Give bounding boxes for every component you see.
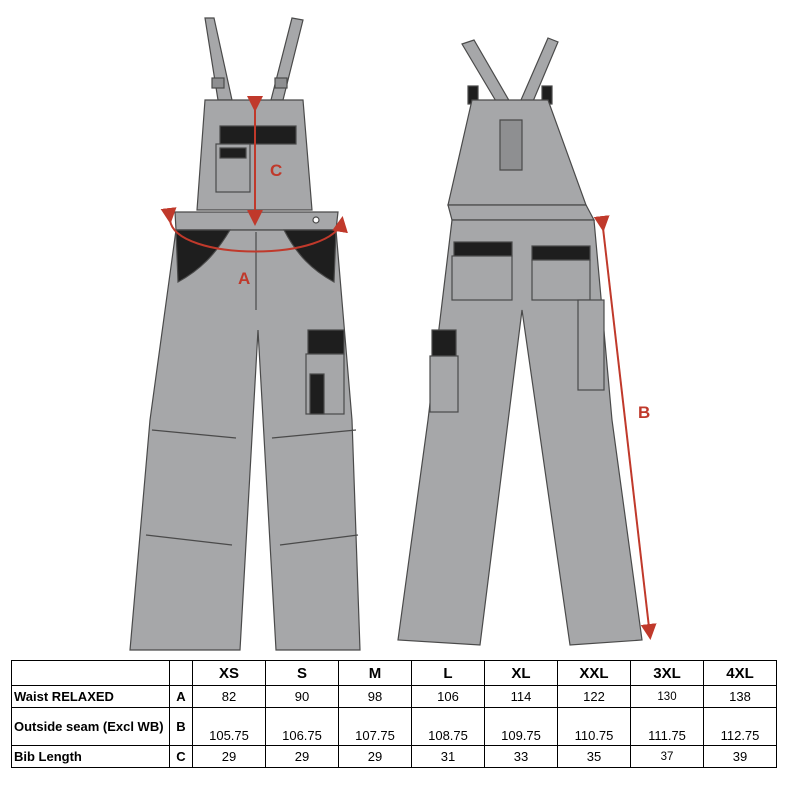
size-header: 3XL	[630, 660, 704, 686]
row-code: B	[169, 707, 193, 746]
table-cell: 130	[630, 685, 704, 708]
table-cell: 109.75	[484, 707, 558, 746]
label-c: C	[270, 161, 282, 180]
table-row: Bib Length C 29 29 29 31 33 35 37 39	[11, 745, 777, 768]
back-pocket-right-flap	[531, 245, 591, 261]
table-cell: 111.75	[630, 707, 704, 746]
back-view	[397, 37, 643, 646]
table-cell: 122	[557, 685, 631, 708]
table-cell: 107.75	[338, 707, 412, 746]
row-label-waist: Waist RELAXED	[11, 685, 170, 708]
table-cell: 82	[192, 685, 266, 708]
table-cell: 29	[265, 745, 339, 768]
table-cell: 33	[484, 745, 558, 768]
back-pocket-left	[451, 255, 513, 301]
size-header: L	[411, 660, 485, 686]
row-label-bib-length: Bib Length	[11, 745, 170, 768]
measure-a-arc	[160, 207, 348, 253]
row-code: C	[169, 745, 193, 768]
table-header-row: XS S M L XL XXL 3XL 4XL	[11, 660, 777, 686]
table-row: Outside seam (Excl WB) B 105.75 106.75 1…	[11, 707, 777, 746]
back-pocket-left-flap	[453, 241, 513, 257]
back-pocket-right	[531, 259, 591, 301]
back-side-pocket-flap	[431, 329, 457, 357]
label-a: A	[238, 269, 250, 288]
back-waistband	[447, 204, 595, 221]
back-side-pocket	[429, 355, 459, 413]
header-empty-code	[169, 660, 193, 686]
table-cell: 108.75	[411, 707, 485, 746]
table-cell: 112.75	[703, 707, 777, 746]
back-trousers	[397, 219, 643, 646]
table-cell: 29	[338, 745, 412, 768]
size-header: M	[338, 660, 412, 686]
size-header: XXL	[557, 660, 631, 686]
size-chart-table: XS S M L XL XXL 3XL 4XL Waist RELAXED A …	[11, 660, 777, 768]
table-cell: 90	[265, 685, 339, 708]
table-cell: 110.75	[557, 707, 631, 746]
table-cell: 138	[703, 685, 777, 708]
front-bib-pocket-flap	[219, 125, 297, 145]
overalls-illustration: C A B	[129, 17, 657, 651]
table-row: Waist RELAXED A 82 90 98 106 114 122 130…	[11, 685, 777, 708]
front-trousers	[129, 229, 361, 651]
table-cell: 39	[703, 745, 777, 768]
size-header: XS	[192, 660, 266, 686]
table-cell: 31	[411, 745, 485, 768]
row-code: A	[169, 685, 193, 708]
label-b: B	[638, 403, 650, 422]
front-view	[129, 17, 361, 651]
table-cell: 114	[484, 685, 558, 708]
measure-b-line	[593, 215, 657, 640]
table-cell: 106.75	[265, 707, 339, 746]
front-leg-pocket-flap	[307, 329, 345, 355]
row-label-outside-seam: Outside seam (Excl WB)	[11, 707, 170, 746]
size-header: XL	[484, 660, 558, 686]
header-empty-label	[11, 660, 170, 686]
table-cell: 35	[557, 745, 631, 768]
table-cell: 106	[411, 685, 485, 708]
table-cell: 29	[192, 745, 266, 768]
size-header: S	[265, 660, 339, 686]
back-rule-pocket	[577, 299, 605, 391]
table-cell: 37	[630, 745, 704, 768]
measurement-marks	[160, 96, 657, 640]
table-cell: 105.75	[192, 707, 266, 746]
size-header: 4XL	[703, 660, 777, 686]
table-cell: 98	[338, 685, 412, 708]
